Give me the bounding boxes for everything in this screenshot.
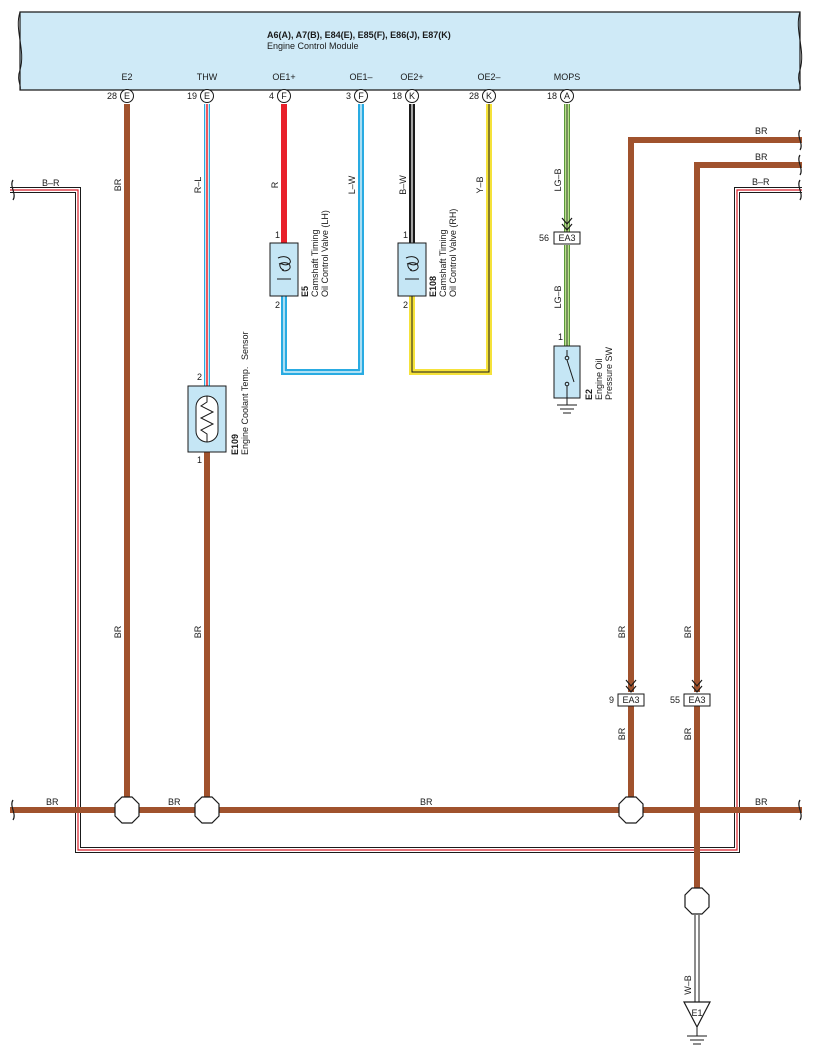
terminal-circles: E E F F K K A [120, 89, 574, 103]
terminal-oe2m-label: OE2– [477, 72, 500, 82]
svg-text:A: A [564, 91, 570, 101]
svg-text:2: 2 [275, 300, 280, 310]
svg-text:Engine Oil: Engine Oil [594, 358, 604, 400]
terminal-mops-pin: 18 [547, 91, 557, 101]
ecm-terminals: E2 THW OE1+ OE1– OE2+ OE2– MOPS 28 19 4 … [107, 72, 580, 101]
svg-text:F: F [358, 91, 364, 101]
svg-text:Y–B: Y–B [475, 176, 485, 193]
svg-text:BR: BR [113, 178, 123, 191]
component-e5-solenoid: 1 2 E5 Camshaft Timing Oil Control Valve… [269, 210, 330, 310]
svg-text:EA3: EA3 [622, 695, 639, 705]
svg-text:BR: BR [617, 625, 627, 638]
svg-text:Sensor: Sensor [240, 331, 250, 360]
svg-text:BR: BR [683, 625, 693, 638]
svg-text:B–W: B–W [398, 175, 408, 195]
wire-right-br1 [628, 137, 802, 692]
junction-ea3-right: EA3 55 [670, 679, 711, 707]
svg-text:L–W: L–W [347, 175, 357, 194]
svg-text:1: 1 [558, 332, 563, 342]
terminal-oe1p-label: OE1+ [272, 72, 295, 82]
svg-text:Camshaft Timing: Camshaft Timing [438, 229, 448, 297]
wire-color-labels: BR R–L R L–W B–W Y–B LG–B LG–B BR BR BR … [42, 126, 770, 995]
component-e2-switch: 1 E2 Engine Oil Pressure SW [553, 332, 614, 414]
terminal-mops-label: MOPS [554, 72, 581, 82]
svg-text:W–B: W–B [683, 975, 693, 995]
svg-text:BR: BR [46, 797, 59, 807]
splice-right1 [618, 796, 644, 824]
svg-text:1: 1 [197, 455, 202, 465]
splice-thw [194, 796, 220, 824]
svg-text:2: 2 [403, 300, 408, 310]
ecm-module: A6(A), A7(B), E84(E), E85(F), E86(J), E8… [17, 11, 803, 91]
terminal-oe2p-pin: 18 [392, 91, 402, 101]
svg-text:LG–B: LG–B [553, 285, 563, 308]
terminal-oe1m-label: OE1– [349, 72, 372, 82]
svg-text:E108: E108 [428, 276, 438, 297]
svg-text:R: R [270, 181, 280, 188]
terminal-e2-label: E2 [121, 72, 132, 82]
svg-text:E109: E109 [230, 434, 240, 455]
svg-text:9: 9 [609, 695, 614, 705]
svg-text:Oil Control Valve (LH): Oil Control Valve (LH) [320, 210, 330, 297]
svg-text:BR: BR [755, 152, 768, 162]
terminal-thw-label: THW [197, 72, 218, 82]
svg-text:R–L: R–L [193, 177, 203, 194]
splice-points [114, 796, 710, 915]
svg-text:BR: BR [617, 727, 627, 740]
junction-ea3-top: EA3 56 [539, 217, 581, 245]
splice-right2 [684, 887, 710, 915]
svg-text:K: K [486, 91, 492, 101]
ecm-name: Engine Control Module [267, 41, 359, 51]
svg-text:E2: E2 [584, 389, 594, 400]
svg-text:Pressure SW: Pressure SW [604, 346, 614, 400]
svg-text:BR: BR [755, 126, 768, 136]
component-e109-sensor: 2 1 E109 Engine Coolant Temp. Sensor [187, 331, 250, 465]
svg-text:BR: BR [168, 797, 181, 807]
svg-text:LG–B: LG–B [553, 168, 563, 191]
svg-text:1: 1 [275, 230, 280, 240]
svg-text:1: 1 [403, 230, 408, 240]
svg-text:B–R: B–R [42, 178, 60, 188]
terminal-oe2m-pin: 28 [469, 91, 479, 101]
terminal-thw-pin: 19 [187, 91, 197, 101]
svg-text:E: E [204, 91, 210, 101]
splice-e2 [114, 796, 140, 824]
terminal-oe2p-label: OE2+ [400, 72, 423, 82]
svg-text:Camshaft Timing: Camshaft Timing [310, 229, 320, 297]
terminal-oe1m-pin: 3 [346, 91, 351, 101]
svg-text:56: 56 [539, 233, 549, 243]
svg-text:BR: BR [420, 797, 433, 807]
svg-text:BR: BR [755, 797, 768, 807]
terminal-e2-pin: 28 [107, 91, 117, 101]
svg-text:BR: BR [113, 625, 123, 638]
component-e108-solenoid: 1 2 E108 Camshaft Timing Oil Control Val… [397, 209, 458, 310]
svg-text:E1: E1 [691, 1008, 702, 1018]
svg-text:2: 2 [197, 372, 202, 382]
junction-ea3-left: EA3 9 [609, 679, 645, 707]
svg-text:BR: BR [683, 727, 693, 740]
svg-text:55: 55 [670, 695, 680, 705]
break-marks [11, 129, 802, 821]
svg-text:K: K [409, 91, 415, 101]
svg-text:Engine Coolant Temp.: Engine Coolant Temp. [240, 367, 250, 455]
svg-text:E5: E5 [300, 286, 310, 297]
ground-e1: E1 [683, 1001, 711, 1045]
terminal-oe1p-pin: 4 [269, 91, 274, 101]
svg-text:EA3: EA3 [558, 233, 575, 243]
svg-text:BR: BR [193, 625, 203, 638]
ecm-connectors: A6(A), A7(B), E84(E), E85(F), E86(J), E8… [267, 30, 451, 40]
svg-text:Oil Control Valve (RH): Oil Control Valve (RH) [448, 209, 458, 297]
svg-text:E: E [124, 91, 130, 101]
svg-text:B–R: B–R [752, 177, 770, 187]
svg-text:EA3: EA3 [688, 695, 705, 705]
svg-text:F: F [281, 91, 287, 101]
wire-left-br-loop [10, 187, 802, 853]
wire-right-br2 [694, 162, 802, 692]
